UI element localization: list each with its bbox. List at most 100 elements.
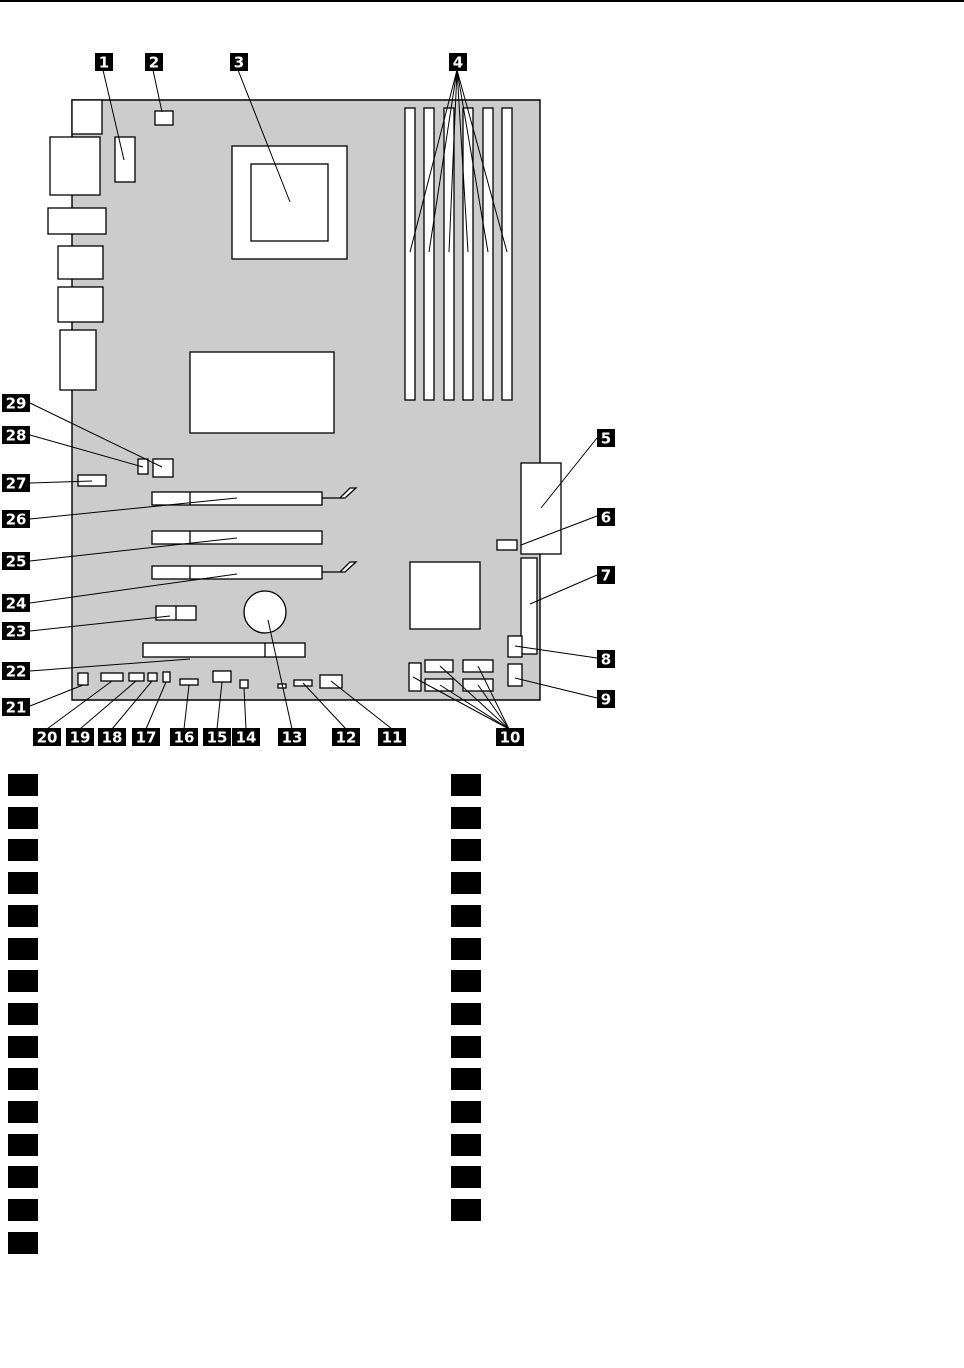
callout-12: 12 [332,728,360,747]
callout-number: 4 [453,54,463,72]
legend-key-left [8,1068,38,1091]
callout-10: 10 [496,728,524,747]
rear-io-usb-1 [57,245,104,280]
connector-27 [77,474,107,487]
callout-8: 8 [597,650,615,669]
legend-key-right [451,970,481,993]
callout-3: 3 [230,53,248,72]
callout-21: 21 [2,698,30,717]
connector-20 [100,672,124,682]
connector-6 [496,539,518,551]
callout-number: 15 [207,729,228,747]
pci-express-slot [151,530,323,545]
callout-number: 12 [336,729,357,747]
callout-number: 25 [6,553,27,571]
memory-slot-2 [423,107,435,401]
pci-slot [142,642,306,658]
callout-number: 13 [282,729,303,747]
callout-number: 7 [601,567,611,585]
connector-19 [128,672,145,682]
callout-number: 10 [500,729,521,747]
callout-number: 23 [6,623,27,641]
callout-number: 19 [70,729,91,747]
legend-key-right [451,1035,481,1058]
callout-2: 2 [145,53,163,72]
connector-1 [114,136,136,183]
callout-15: 15 [203,728,231,747]
callout-13: 13 [278,728,306,747]
legend-key-left [8,839,38,862]
connector-9 [507,663,523,687]
legend-key-right [451,1068,481,1091]
legend-key-left [8,1101,38,1123]
legend-key-right [451,839,481,862]
callout-number: 6 [601,509,611,527]
legend-key-right [451,904,481,927]
legend-key-left [8,1035,38,1058]
legend-key-right [451,937,481,960]
callout-number: 2 [149,54,159,72]
top-rule [0,0,964,2]
legend-key-right [451,774,481,796]
callout-number: 5 [601,430,611,448]
callout-26: 26 [2,510,30,529]
pci-express-x16-slot-2 [151,565,323,580]
callout-24: 24 [2,594,30,613]
callout-number: 22 [6,663,27,681]
callout-25: 25 [2,552,30,571]
sata-connector-c [424,678,454,692]
memory-slot-4 [462,107,474,401]
callout-20: 20 [33,728,61,747]
callout-number: 3 [234,54,244,72]
callout-number: 28 [6,427,27,445]
callout-29: 29 [2,394,30,413]
callout-17: 17 [132,728,160,747]
rear-io-audio [59,329,97,391]
legend-key-right [451,1101,481,1123]
memory-slot-5 [482,107,494,401]
microprocessor [250,163,329,242]
legend-key-left [8,937,38,960]
callout-19: 19 [66,728,94,747]
callout-number: 21 [6,699,27,717]
legend-key-right [451,1133,481,1156]
legend-key-left [8,1231,38,1254]
callout-18: 18 [98,728,126,747]
callout-number: 16 [174,729,195,747]
callout-number: 18 [102,729,123,747]
legend-key-left [8,1199,38,1222]
callout-22: 22 [2,662,30,681]
callout-number: 1 [99,54,109,72]
callout-number: 20 [37,729,58,747]
southbridge [409,561,481,630]
callout-27: 27 [2,474,30,493]
callout-11: 11 [378,728,406,747]
callout-7: 7 [597,566,615,585]
legend-key-right [451,1199,481,1222]
legend-key-right [451,1166,481,1189]
callout-number: 9 [601,691,611,709]
memory-slot-3 [443,107,455,401]
callout-9: 9 [597,690,615,709]
connector-29 [152,458,174,478]
callout-1: 1 [95,53,113,72]
legend-key-left [8,1133,38,1156]
callout-5: 5 [597,429,615,448]
chipset [189,351,335,434]
connector-16 [179,678,199,686]
legend-key-right [451,1002,481,1025]
legend-key-left [8,774,38,796]
memory-slot-6 [501,107,513,401]
sata-connector-b [424,659,454,673]
callout-16: 16 [170,728,198,747]
sata-connector-a [408,662,422,692]
callout-14: 14 [232,728,260,747]
connector-2 [154,110,174,126]
callout-number: 8 [601,651,611,669]
connector-21 [77,672,89,686]
connector-5 [520,462,562,555]
callout-number: 27 [6,475,27,493]
legend-key-left [8,970,38,993]
callout-number: 26 [6,511,27,529]
connector-17 [162,671,171,683]
